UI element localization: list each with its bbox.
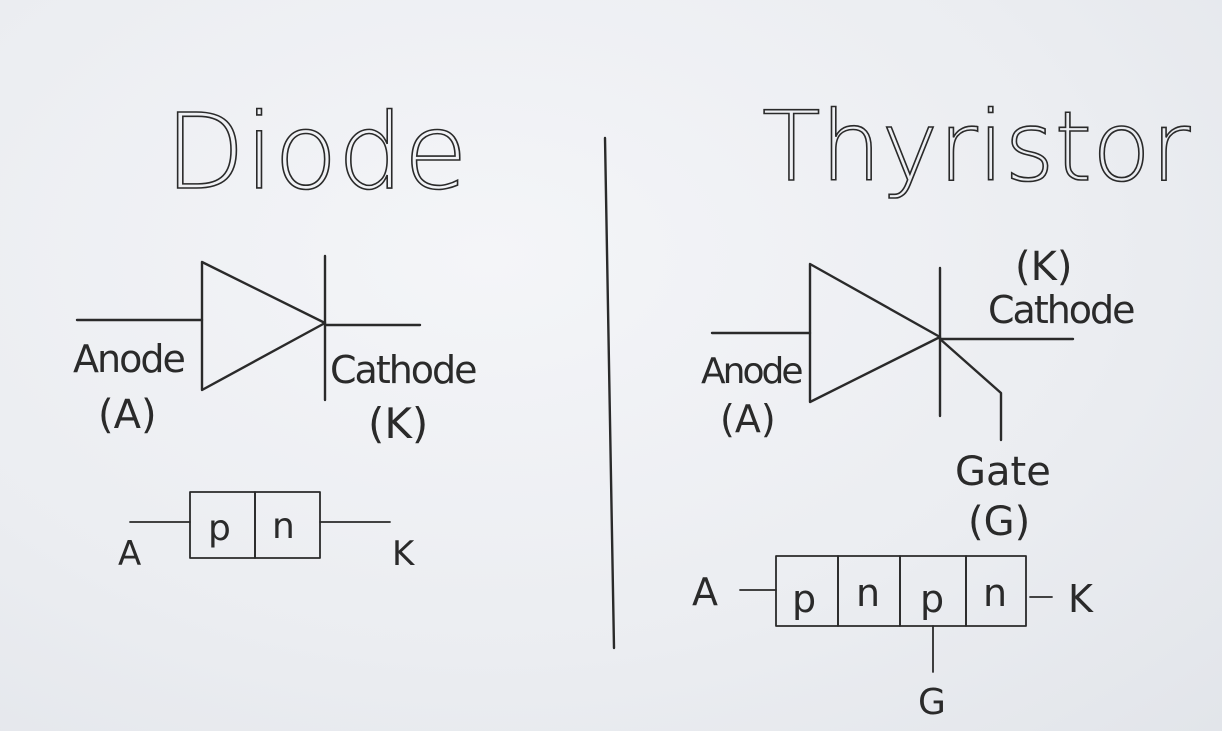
- diode-anode-label: Anode: [73, 337, 184, 381]
- thyristor-terminal-a: A: [692, 570, 718, 614]
- thyristor-title: Thyristor: [762, 91, 1191, 203]
- thyristor-triangle: [808, 262, 942, 404]
- thyristor-layer-p2: p: [920, 577, 944, 621]
- thyristor-symbol: [710, 262, 1075, 442]
- thyristor-gate-label: Gate: [955, 449, 1051, 495]
- thyristor-cathode-abbr: (K): [1015, 244, 1072, 290]
- thyristor-gate-lead: [938, 337, 1003, 442]
- thyristor-layer-n2: n: [983, 571, 1007, 615]
- diode-section: Diode Anode (A) Cathode (K) p n A K: [73, 90, 478, 574]
- thyristor-cathode-label: Cathode: [988, 288, 1134, 332]
- diode-symbol: [75, 254, 422, 402]
- section-divider: [603, 136, 616, 650]
- diode-cathode-label: Cathode: [330, 348, 476, 392]
- thyristor-section: Thyristor (K) Cathode Anode (A) Gate (G)…: [692, 90, 1192, 723]
- thyristor-n-layer-2: [965, 555, 1027, 627]
- diode-triangle: [200, 260, 327, 392]
- diode-title: Diode: [165, 91, 468, 213]
- thyristor-terminal-g: G: [918, 682, 946, 723]
- thyristor-terminal-k: K: [1068, 577, 1094, 621]
- diode-pn-junction: p n A K: [118, 491, 416, 574]
- diode-layer-p: p: [208, 508, 231, 549]
- thyristor-pnpn-junction: p n p n A K G: [692, 555, 1094, 723]
- thyristor-layer-n1: n: [856, 571, 880, 615]
- diode-n-layer: [254, 491, 321, 559]
- diode-layer-n: n: [272, 506, 295, 547]
- thyristor-anode-label: Anode: [701, 351, 802, 392]
- diode-terminal-k: K: [392, 534, 416, 574]
- thyristor-anode-abbr: (A): [720, 397, 776, 441]
- thyristor-gate-abbr: (G): [968, 499, 1030, 545]
- diode-terminal-a: A: [118, 534, 141, 574]
- diode-anode-abbr: (A): [98, 392, 157, 438]
- diode-cathode-abbr: (K): [368, 399, 428, 448]
- thyristor-layer-p1: p: [792, 577, 816, 621]
